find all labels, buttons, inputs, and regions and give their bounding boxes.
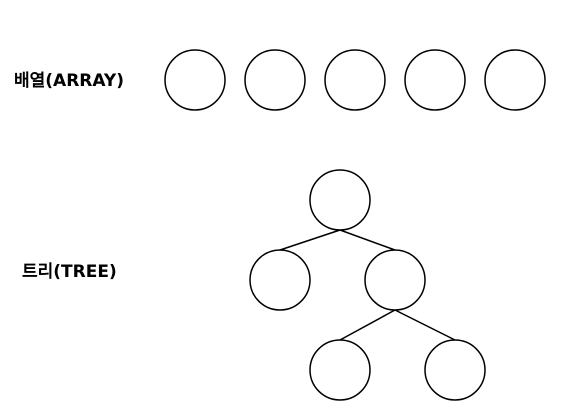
tree-edge-root-to-left xyxy=(279,229,341,251)
tree-edge-right-to-right-left xyxy=(339,309,396,341)
tree-section: 트리(TREE) xyxy=(22,169,486,401)
tree-edge-root-to-right xyxy=(339,229,396,251)
array-node-2 xyxy=(244,49,306,111)
array-node-4 xyxy=(404,49,466,111)
tree-node-left xyxy=(249,249,311,311)
tree-node-right-right xyxy=(424,339,486,401)
tree-edges xyxy=(279,229,456,341)
tree-nodes xyxy=(249,169,486,401)
array-label: 배열(ARRAY) xyxy=(14,71,124,91)
array-section: 배열(ARRAY) xyxy=(14,49,546,111)
array-nodes xyxy=(164,49,546,111)
array-node-1 xyxy=(164,49,226,111)
array-node-3 xyxy=(324,49,386,111)
array-node-5 xyxy=(484,49,546,111)
tree-edge-right-to-right-right xyxy=(394,309,456,341)
tree-node-right-left xyxy=(309,339,371,401)
tree-node-right xyxy=(364,249,426,311)
tree-label: 트리(TREE) xyxy=(22,262,117,282)
tree-node-root xyxy=(309,169,371,231)
